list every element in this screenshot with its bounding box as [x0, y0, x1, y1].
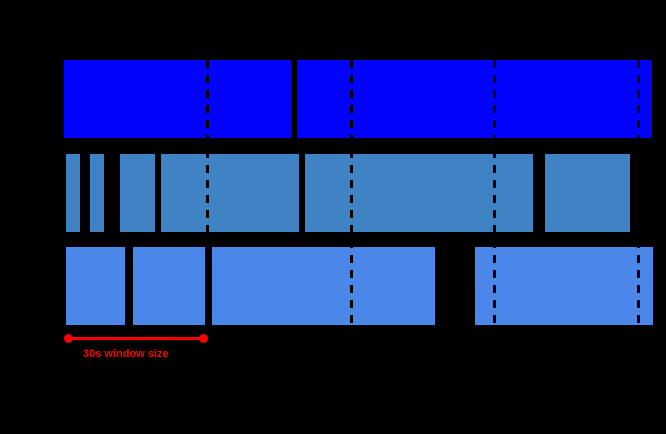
window-boundary-dashed-line — [206, 60, 210, 326]
timeline-segment-lane-3-bottom — [65, 247, 126, 325]
timeline-segment-lane-3-bottom — [132, 247, 206, 325]
timeline-segment-lane-3-bottom — [211, 247, 435, 325]
window-size-arrow-line — [68, 336, 204, 340]
timeline-segment-lane-2-middle — [545, 154, 631, 232]
timeline-segment-lane-2-middle — [65, 154, 80, 232]
timeline-segment-lane-2-middle — [120, 154, 155, 232]
window-boundary-dashed-line — [636, 60, 640, 326]
timeline-segment-lane-2-middle — [89, 154, 105, 232]
timeline-segment-lane-2-middle — [304, 154, 534, 232]
timeline-segment-lane-1-top — [64, 60, 292, 138]
arrow-endpoint-right-icon — [198, 333, 208, 343]
timeline-segment-lane-3-bottom — [475, 247, 654, 325]
timeline-segment-lane-2-middle — [161, 154, 300, 232]
window-boundary-dashed-line — [493, 60, 497, 326]
arrow-endpoint-left-icon — [64, 333, 73, 343]
timeline-segment-lane-1-top — [296, 60, 653, 138]
window-boundary-dashed-line — [349, 60, 353, 326]
window-size-label: 30s window size — [83, 348, 169, 360]
